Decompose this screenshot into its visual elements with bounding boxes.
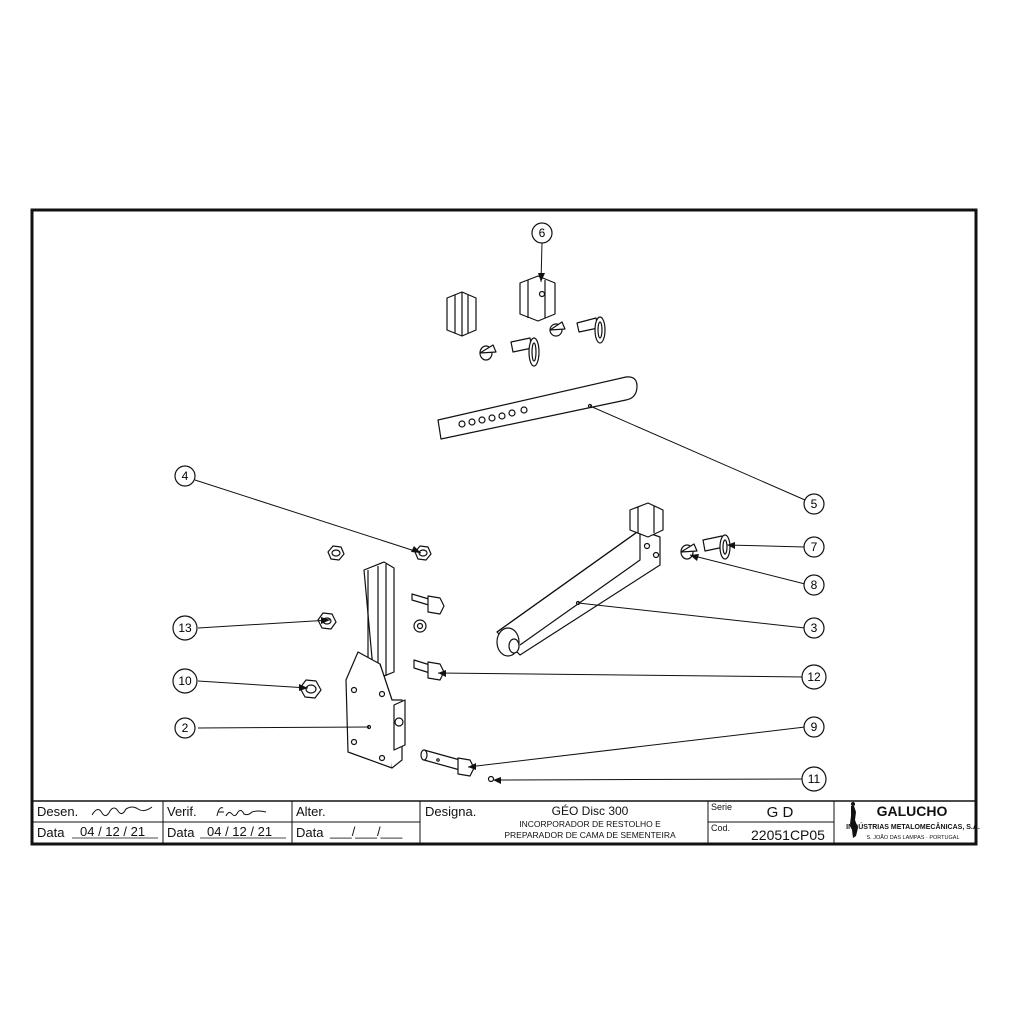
bolt-upper (411, 593, 445, 615)
callout-3-label: 3 (811, 621, 818, 635)
callout-balloons: 6 5 4 7 8 3 13 12 (172, 222, 827, 792)
drawing-frame (30, 208, 978, 846)
leader-arrowheads (299, 273, 735, 784)
designation-label: Designa. (425, 804, 476, 819)
bolt-12 (413, 659, 445, 681)
callout-11-label: 11 (808, 772, 821, 786)
callout-2: 2 (174, 717, 196, 739)
callout-4: 4 (174, 465, 196, 487)
pin-9 (420, 749, 475, 777)
callout-13-label: 13 (178, 621, 192, 635)
callout-10: 10 (172, 668, 198, 694)
clevis-bracket-left (446, 291, 477, 337)
callout-7-label: 7 (811, 540, 818, 554)
alter-label: Alter. (296, 804, 326, 819)
long-arm (496, 502, 664, 657)
callout-9-label: 9 (811, 720, 818, 734)
title-block: Desen. Data 04 / 12 / 21 Verif. Data 04 … (32, 800, 980, 844)
description-line-2: PREPARADOR DE CAMA DE SEMENTEIRA (504, 830, 676, 840)
cod-label: Cod. (711, 823, 730, 833)
verified-date: 04 / 12 / 21 (207, 824, 272, 839)
company-logo (850, 802, 858, 838)
pin-7 (702, 534, 731, 560)
callout-6-label: 6 (539, 226, 546, 240)
alter-date: ___/___/___ (329, 824, 403, 839)
nut-4 (414, 545, 432, 561)
callout-2-label: 2 (182, 721, 189, 735)
description-line-1: INCORPORADOR DE RESTOLHO E (519, 819, 661, 829)
alter-date-label: Data (296, 825, 324, 840)
callout-13: 13 (172, 615, 198, 641)
drawn-signature (91, 806, 153, 817)
callout-8-label: 8 (811, 578, 818, 592)
exploded-parts (299, 275, 731, 783)
drawn-date: 04 / 12 / 21 (80, 824, 145, 839)
drawn-date-label: Data (37, 825, 65, 840)
washer (413, 619, 427, 633)
callout-10-label: 10 (178, 674, 192, 688)
callout-8: 8 (803, 574, 825, 596)
callout-12: 12 (801, 664, 827, 690)
nut-top-left (327, 545, 345, 561)
verified-signature (216, 807, 267, 817)
flat-bar-link (437, 376, 638, 440)
callout-12-label: 12 (807, 670, 821, 684)
callout-3: 3 (803, 617, 825, 639)
leader-lines (194, 242, 806, 781)
cod-value: 22051CP05 (751, 827, 825, 843)
company-subtitle: INDÚSTRIAS METALOMECÂNICAS, S.A. (846, 822, 980, 831)
drawn-label: Desen. (37, 804, 78, 819)
main-bracket (345, 561, 406, 769)
verified-date-label: Data (167, 825, 195, 840)
callout-11: 11 (801, 766, 827, 792)
clevis-bracket-right (519, 275, 556, 322)
product-name: GÉO Disc 300 (552, 803, 629, 818)
callout-5: 5 (803, 493, 825, 515)
serie-label: Serie (711, 802, 732, 812)
callout-6: 6 (531, 222, 553, 244)
clip-11 (487, 775, 495, 783)
verified-label: Verif. (167, 804, 197, 819)
top-pins (479, 316, 606, 367)
callout-7: 7 (803, 536, 825, 558)
callout-9: 9 (803, 716, 825, 738)
company-name: GALUCHO (877, 803, 948, 819)
nut-10 (299, 679, 322, 699)
callout-5-label: 5 (811, 497, 818, 511)
company-location: S. JOÃO DAS LAMPAS · PORTUGAL (866, 834, 959, 841)
serie-value: G D (767, 804, 794, 821)
callout-4-label: 4 (182, 469, 189, 483)
